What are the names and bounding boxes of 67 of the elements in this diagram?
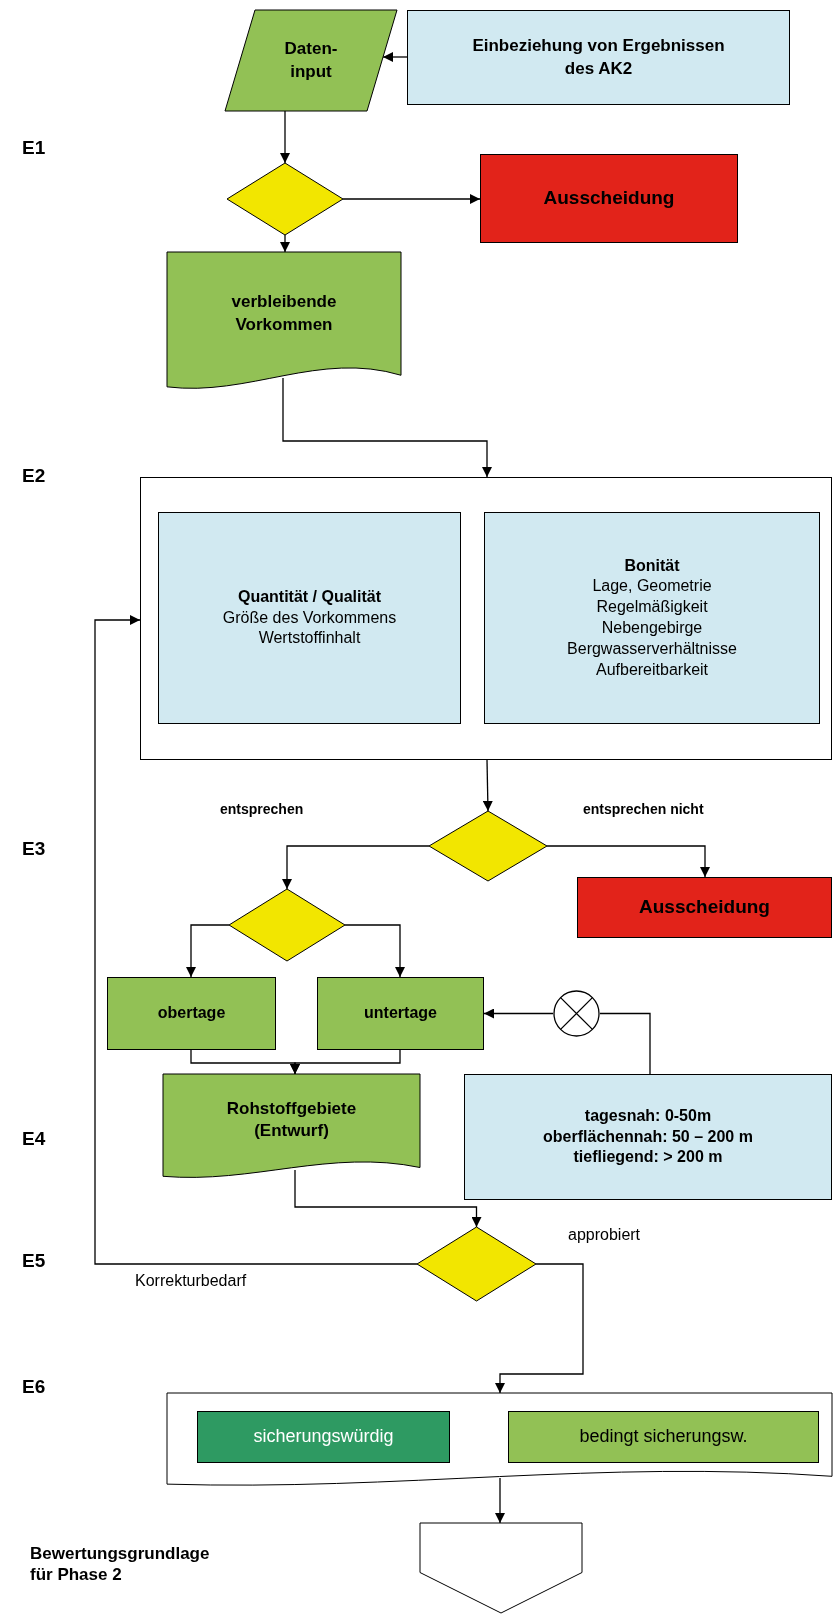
- node-label: untertage: [364, 1003, 437, 1024]
- edge-label: Korrekturbedarf: [135, 1272, 247, 1290]
- result-box: [197, 1411, 450, 1463]
- node-label: Ausscheidung: [543, 186, 675, 211]
- box-heading: Bonität: [624, 555, 680, 576]
- process-box: [407, 10, 790, 105]
- connector-arrow: [280, 234, 290, 253]
- node-label: Ausscheidung: [639, 895, 770, 920]
- step-label: E1: [22, 137, 46, 159]
- node-label: bedingt sicherungsw.: [579, 1425, 748, 1449]
- decision-diamond: [429, 811, 547, 881]
- connector-arrow: [483, 1008, 554, 1019]
- step-label: E4: [22, 1128, 46, 1150]
- connector-arrow: [546, 845, 710, 878]
- body-text: Aufbereitbarkeit: [595, 659, 709, 680]
- summing-junction-icon: [553, 990, 600, 1037]
- decision-diamond: [417, 1227, 536, 1301]
- criteria-box: [158, 512, 461, 724]
- node-label: oberflächennah: 50 – 200 m: [543, 1126, 753, 1147]
- edge-label: approbiert: [568, 1226, 641, 1244]
- connector-arrow: [294, 1169, 482, 1228]
- connector-arrow: [186, 924, 230, 978]
- result-box: [508, 1411, 819, 1463]
- process-box: [464, 1074, 832, 1200]
- input-parallelogram: [225, 10, 397, 111]
- decision-diamond: [227, 163, 343, 235]
- connector-arrow: [282, 845, 430, 890]
- edge-label: entsprechen nicht: [583, 801, 704, 817]
- step-label: E6: [22, 1376, 46, 1398]
- body-text: Wertstoffinhalt: [258, 628, 361, 649]
- process-box: [317, 977, 484, 1050]
- box-heading: Quantität / Qualität: [237, 586, 382, 607]
- connector-arrow: [344, 924, 405, 978]
- connector-arrow: [482, 759, 493, 812]
- criteria-box: [484, 512, 820, 724]
- off-page-connector: [420, 1523, 582, 1613]
- connector-arrow: [94, 615, 418, 1265]
- body-text: Größe des Vorkommens: [222, 607, 397, 628]
- decision-diamond: [229, 889, 345, 961]
- node-label: obertage: [157, 1003, 226, 1024]
- step-label: E2: [22, 465, 46, 487]
- connector-arrow: [495, 1477, 505, 1524]
- node-label: tagesnah: 0-50m: [584, 1105, 712, 1126]
- body-text: Nebengebirge: [601, 618, 703, 638]
- connector-arrow: [282, 377, 492, 478]
- step-label: E3: [22, 838, 46, 860]
- connector-arrow: [382, 52, 408, 62]
- edge-label: entsprechen: [220, 801, 304, 817]
- node-label: verbleibende Vorkommen: [230, 291, 338, 336]
- node-label: Einbeziehung von Ergebnissen des AK2: [471, 35, 726, 80]
- process-box: [107, 977, 276, 1050]
- connector-arrow: [280, 110, 290, 164]
- connector-arrow: [342, 194, 481, 204]
- body-text: Regelmäßigkeit: [596, 597, 708, 618]
- body-text: Lage, Geometrie: [592, 576, 712, 597]
- body-text: Bergwasserverhältnisse: [567, 638, 737, 659]
- note-text: Bewertungsgrundlage für Phase 2: [30, 1543, 211, 1586]
- step-label: E5: [22, 1250, 46, 1272]
- node-label: sicherungswürdig: [253, 1425, 394, 1449]
- connector-arrow: [290, 1049, 401, 1075]
- terminal-box: [480, 154, 738, 243]
- connector-arrow: [495, 1263, 584, 1394]
- node-label: Daten- input: [283, 38, 339, 83]
- group-container: [140, 477, 832, 760]
- node-label: Rohstoffgebiete (Entwurf): [225, 1097, 358, 1142]
- node-label: tiefliegend: > 200 m: [573, 1147, 723, 1168]
- terminal-box: [577, 877, 832, 938]
